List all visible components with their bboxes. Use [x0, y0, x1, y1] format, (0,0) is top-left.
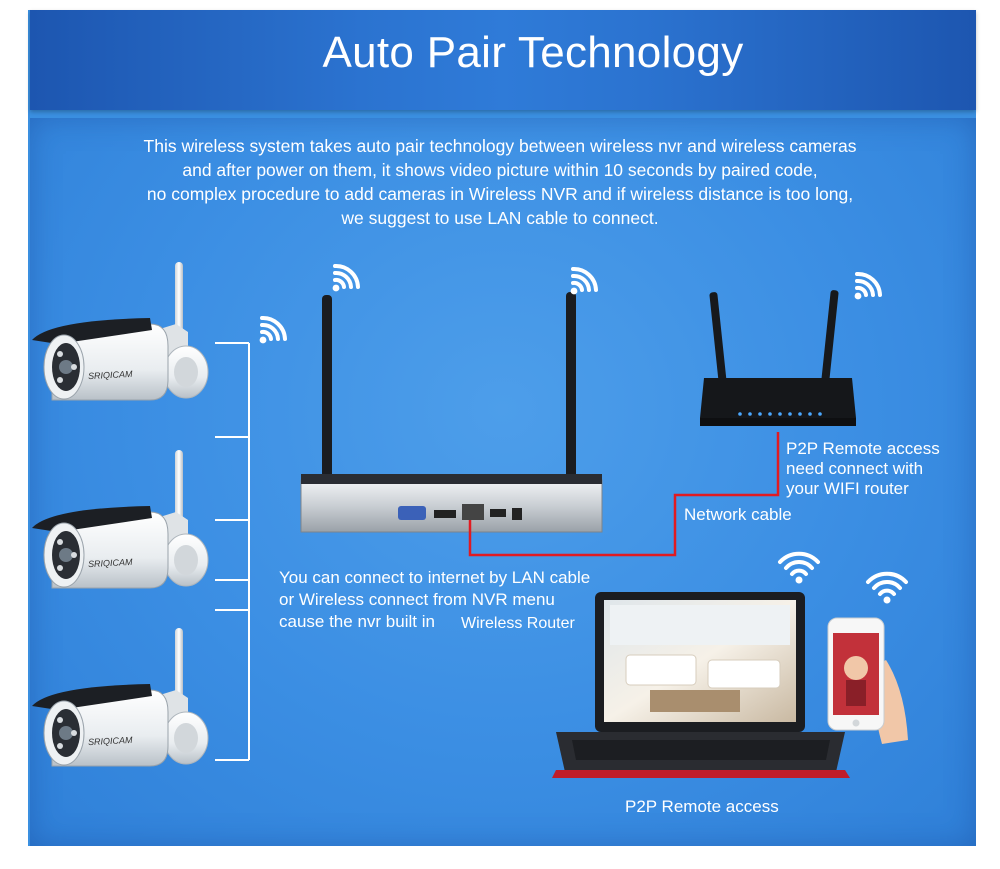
intro-line: This wireless system takes auto pair tec… — [143, 136, 857, 156]
nvr-caption-line: You can connect to internet by LAN cable — [279, 568, 591, 587]
nvr-caption-line: Wireless Router — [461, 615, 575, 632]
router-device — [700, 290, 856, 426]
remote-access-label: P2P Remote access — [625, 797, 779, 816]
camera-brand-label: SRIQICAM — [87, 556, 133, 570]
network-cable-line — [468, 432, 780, 557]
wifi-router-icon — [852, 271, 882, 302]
wifi-phone-icon — [866, 571, 908, 606]
camera-connector-lines — [215, 342, 250, 761]
nvr-device — [300, 292, 603, 533]
camera-brand-label: SRIQICAM — [87, 368, 133, 382]
wifi-nvr-right-icon — [568, 266, 598, 297]
wifi-camera-icon — [257, 315, 287, 346]
phone-device — [827, 617, 908, 744]
nvr-caption-line: cause the nvr built in — [279, 612, 435, 631]
intro-line: and after power on them, it shows video … — [182, 160, 818, 180]
wifi-nvr-left-icon — [330, 263, 360, 294]
header-banner — [30, 10, 976, 110]
laptop-device — [552, 592, 850, 778]
wifi-laptop-icon — [778, 551, 820, 586]
camera-brand-label: SRIQICAM — [87, 734, 133, 748]
network-cable-label: Network cable — [684, 505, 792, 524]
router-caption-line: need connect with — [786, 459, 924, 478]
router-caption-line: P2P Remote access — [786, 439, 940, 458]
router-caption-line: your WIFI router — [786, 479, 909, 498]
intro-text: This wireless system takes auto pair tec… — [80, 134, 920, 230]
intro-line: no complex procedure to add cameras in W… — [146, 184, 854, 204]
page-title: Auto Pair Technology — [322, 28, 744, 77]
intro-line: we suggest to use LAN cable to connect. — [341, 208, 659, 228]
nvr-caption-line: or Wireless connect from NVR menu — [279, 590, 555, 609]
